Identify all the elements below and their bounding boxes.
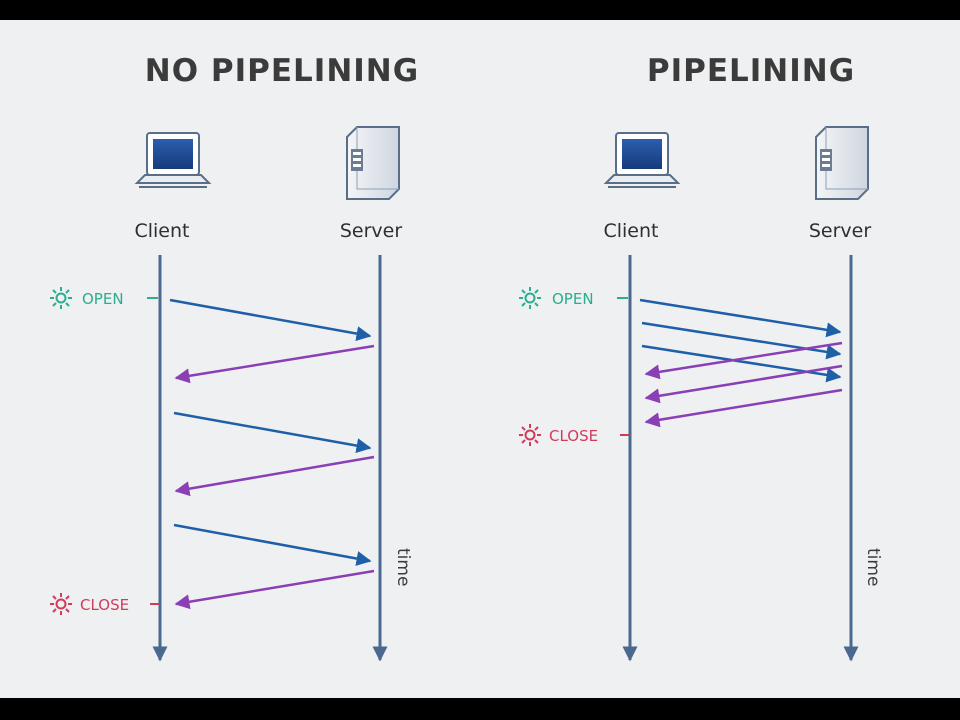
pipelining-panel: PIPELINING Client Server OPEN CLOSE	[518, 53, 883, 662]
response-arrow-2	[644, 364, 843, 404]
server-label: Server	[809, 220, 871, 242]
server-tower-icon	[346, 126, 400, 200]
close-label: CLOSE	[80, 596, 129, 614]
request-arrow-3	[173, 523, 372, 566]
time-label: time	[863, 548, 883, 586]
response-arrow-2	[174, 455, 375, 497]
response-arrow-3	[644, 388, 843, 428]
client-label: Client	[603, 220, 658, 242]
pipelining-title: PIPELINING	[647, 53, 855, 89]
request-arrow-1	[639, 298, 842, 338]
request-arrow-1	[169, 298, 372, 341]
response-arrow-1	[174, 344, 375, 384]
diagram-background	[0, 20, 960, 698]
server-tower-icon	[815, 126, 869, 200]
laptop-icon	[136, 132, 210, 188]
open-label: OPEN	[552, 290, 594, 308]
request-arrow-2	[173, 411, 372, 454]
server-label: Server	[340, 220, 402, 242]
open-label: OPEN	[82, 290, 124, 308]
response-arrow-3	[174, 569, 375, 610]
laptop-icon	[605, 132, 679, 188]
time-label: time	[393, 548, 413, 586]
response-arrow-1	[644, 341, 843, 380]
no-pipelining-title: NO PIPELINING	[145, 53, 419, 89]
client-label: Client	[134, 220, 189, 242]
no-pipelining-panel: NO PIPELINING Client Server OPEN CL	[49, 53, 419, 662]
close-label: CLOSE	[549, 427, 598, 445]
